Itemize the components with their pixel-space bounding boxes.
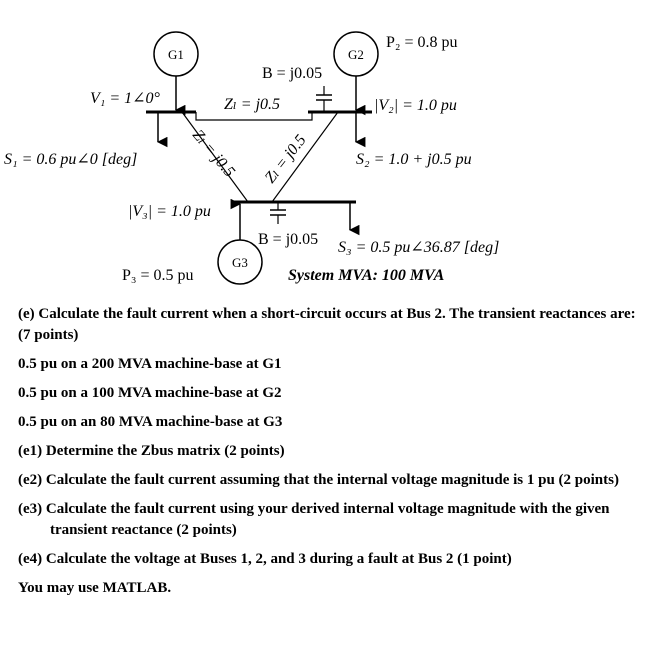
b-bus3-label: B = j0.05 <box>258 231 318 248</box>
question-e4: (e4) Calculate the voltage at Buses 1, 2… <box>18 551 512 567</box>
pg3-label: P₃ = 0.5 pu <box>122 267 194 284</box>
shunt-capacitor-bus3 <box>270 202 286 224</box>
matlab-note: You may use MATLAB. <box>18 580 172 596</box>
v2-label: |V₂| = 1.0 pu <box>374 97 457 114</box>
sd3-label: S₃ = 0.5 pu∠36.87 [deg] <box>338 239 499 256</box>
line-1-2 <box>195 112 313 121</box>
shunt-capacitor-bus2 <box>316 86 332 112</box>
generator-g2: G2 <box>333 31 379 116</box>
zl-1-2-label: Zₗ = j0.5 <box>224 96 280 113</box>
pg2-label: P₂ = 0.8 pu <box>386 34 458 51</box>
g2-label: G2 <box>348 47 364 62</box>
system-mva-label: System MVA: 100 MVA <box>288 267 445 284</box>
question-e1: (e1) Determine the Zbus matrix (2 points… <box>18 443 285 459</box>
v3-label: |V₃| = 1.0 pu <box>128 203 211 220</box>
reactance-g3: 0.5 pu on an 80 MVA machine-base at G3 <box>18 414 283 430</box>
g3-label: G3 <box>232 255 248 270</box>
problem-text: (e) Calculate the fault current when a s… <box>18 304 648 607</box>
sd1-label: S₁ = 0.6 pu∠0 [deg] <box>4 151 137 168</box>
v1-label: V₁ = 1∠0° <box>90 90 161 107</box>
power-system-diagram: G1 G2 G3 V₁ = 1∠0° |V₂| = 1.0 pu |V <box>4 31 499 285</box>
b-bus2-label: B = j0.05 <box>262 65 322 82</box>
g1-label: G1 <box>168 47 184 62</box>
generator-g1: G1 <box>153 31 199 116</box>
problem-intro: (e) Calculate the fault current when a s… <box>18 306 636 343</box>
line-1-3 <box>181 111 249 203</box>
zl-2-3-label: Zₗ = j0.5 <box>262 132 310 187</box>
sd2-label: S₂ = 1.0 + j0.5 pu <box>356 151 472 168</box>
line-2-3 <box>271 111 339 203</box>
question-e3: (e3) Calculate the fault current using y… <box>18 501 610 538</box>
reactance-g1: 0.5 pu on a 200 MVA machine-base at G1 <box>18 356 282 372</box>
reactance-g2: 0.5 pu on a 100 MVA machine-base at G2 <box>18 385 282 401</box>
zl-1-3-label: Zₗ = j0.5 <box>189 127 238 181</box>
question-e2: (e2) Calculate the fault current assumin… <box>18 472 619 488</box>
generator-g3: G3 <box>217 198 263 285</box>
